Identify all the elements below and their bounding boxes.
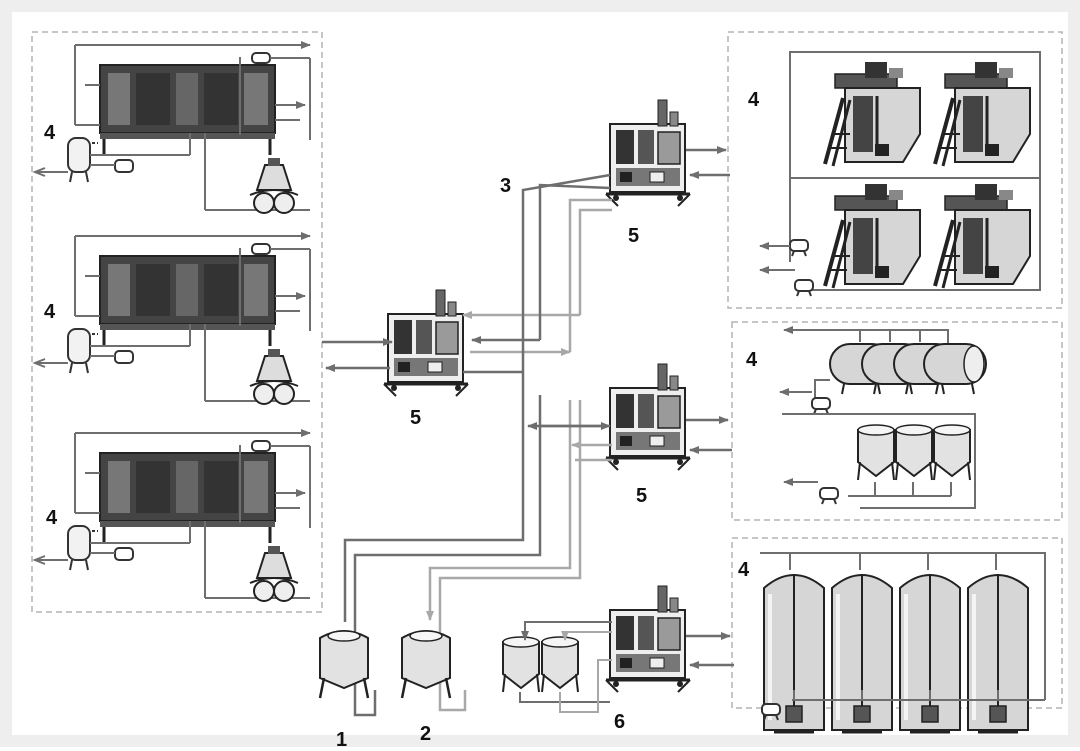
silo-tank-3 (898, 572, 962, 734)
tank-zone (731, 321, 1063, 521)
label-3: 3 (500, 175, 512, 197)
label-2: 2 (420, 723, 432, 745)
label-4-tanks: 4 (746, 349, 758, 371)
label-4-line-3: 4 (46, 507, 58, 529)
silo-tank-2 (830, 572, 894, 734)
label-1: 1 (336, 729, 348, 751)
label-4-line-1: 4 (44, 122, 56, 144)
cheese-vat-zone (727, 31, 1063, 309)
silo-zone (731, 537, 1063, 709)
label-4-silos: 4 (738, 559, 750, 581)
silo-tank-4 (966, 572, 1030, 734)
label-5-top: 5 (628, 225, 640, 247)
label-5-middle: 5 (636, 485, 648, 507)
label-4-line-2: 4 (44, 301, 56, 323)
label-5-center: 5 (410, 407, 422, 429)
label-6: 6 (614, 711, 626, 733)
pasteurizer-zone (31, 31, 323, 613)
label-4-vats: 4 (748, 89, 760, 111)
